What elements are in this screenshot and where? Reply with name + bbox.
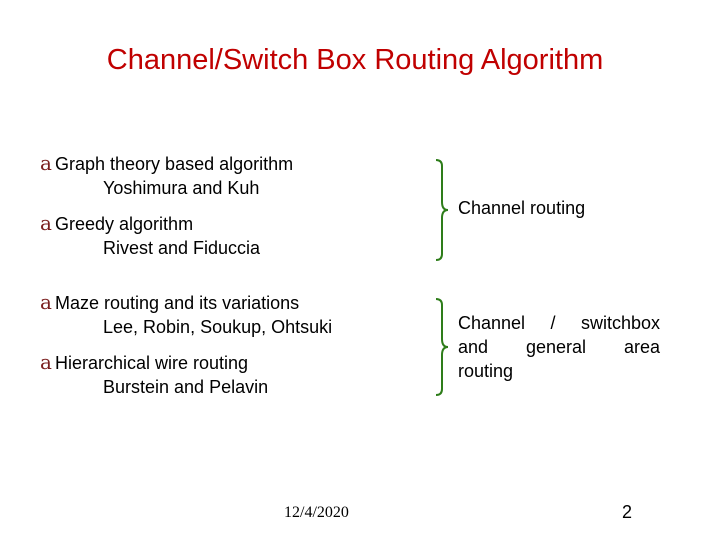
group-label-switchbox-routing: Channel / switchbox and general area rou… (458, 311, 660, 383)
bullet-icon: a (40, 211, 52, 235)
group-label-channel-routing: Channel routing (458, 198, 586, 218)
bullet-heading: Graph theory based algorithm (55, 154, 294, 174)
bullet-heading: Greedy algorithm (55, 214, 194, 234)
label-line: routing (458, 361, 514, 381)
right-brace-icon (435, 159, 449, 261)
bullet-subtext: Lee, Robin, Soukup, Ohtsuki (103, 317, 333, 337)
bullet-icon: a (40, 290, 52, 314)
right-brace-icon (435, 298, 449, 396)
bullet-item: a Maze routing and its variations Lee, R… (40, 290, 333, 339)
bullet-item: a Greedy algorithm Rivest and Fiduccia (40, 211, 261, 260)
footer-date: 12/4/2020 (284, 504, 349, 521)
bullet-heading: Hierarchical wire routing (55, 353, 249, 373)
bullet-subtext: Burstein and Pelavin (103, 377, 269, 397)
bullet-subtext: Yoshimura and Kuh (103, 178, 260, 198)
bullet-heading: Maze routing and its variations (55, 293, 300, 313)
bullet-item: a Hierarchical wire routing Burstein and… (40, 350, 269, 399)
bullet-icon: a (40, 151, 52, 175)
label-line: and general area (458, 337, 660, 357)
bullet-icon: a (40, 350, 52, 374)
label-line: Channel / switchbox (458, 313, 660, 333)
slide-title: Channel/Switch Box Routing Algorithm (106, 44, 604, 76)
bullet-subtext: Rivest and Fiduccia (103, 238, 261, 258)
bullet-item: a Graph theory based algorithm Yoshimura… (40, 151, 294, 200)
page-number: 2 (622, 502, 633, 522)
